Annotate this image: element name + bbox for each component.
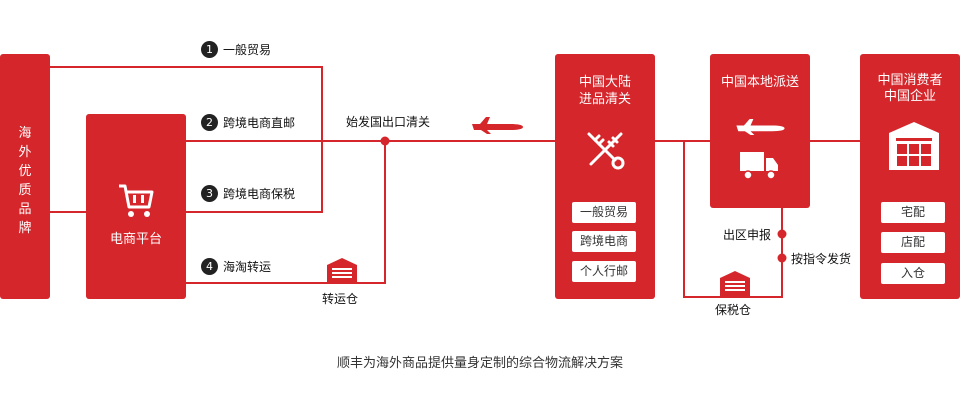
- bonded-warehouse-icon: [720, 271, 750, 297]
- consumer-item-warehouse-in: 入仓: [881, 263, 945, 284]
- truck-icon: [740, 152, 778, 180]
- origin-clearance-label: 始发国出口清关: [346, 115, 431, 129]
- bonded-warehouse-label: 保税仓: [715, 303, 752, 317]
- china-customs-box: [555, 54, 655, 299]
- customs-key-icon: [587, 132, 625, 170]
- ecommerce-platform-label: 电商平台: [109, 232, 162, 247]
- route-3-label: 跨境电商保税: [223, 187, 296, 201]
- customs-title-line1: 中国大陆: [578, 75, 631, 90]
- dispatch-label: 按指令发货: [791, 252, 852, 266]
- shopping-cart-icon: [119, 184, 154, 217]
- consumer-item-home-delivery: 宅配: [881, 202, 945, 223]
- customs-item-general-trade: 一般贸易: [572, 202, 636, 223]
- brand-char: 品: [18, 202, 32, 217]
- overseas-brand-box: [0, 54, 50, 299]
- customs-item-cross-border: 跨境电商: [572, 231, 636, 252]
- consumer-title-line2: 中国企业: [883, 89, 936, 104]
- delivery-airplane-icon: [736, 118, 785, 135]
- brand-char: 质: [18, 183, 32, 198]
- route-4-label: 海淘转运: [223, 260, 272, 274]
- route-1-badge: 1: [201, 41, 218, 58]
- airplane-icon: [472, 117, 523, 134]
- brand-char: 牌: [18, 221, 32, 236]
- warehouse-icon: [889, 122, 939, 170]
- customs-title-line2: 进品清关: [578, 92, 631, 107]
- route-2-badge: 2: [201, 114, 218, 131]
- delivery-title: 中国本地派送: [720, 75, 799, 90]
- china-consumer-box: [860, 54, 960, 299]
- consumer-title-line1: 中国消费者: [877, 73, 943, 88]
- transit-warehouse-label: 转运仓: [322, 292, 359, 306]
- exit-declaration-label: 出区申报: [723, 228, 772, 242]
- route-4-badge: 4: [201, 258, 218, 275]
- transit-warehouse-icon: [327, 258, 357, 284]
- consumer-item-store-delivery: 店配: [881, 232, 945, 253]
- brand-char: 外: [18, 145, 32, 160]
- route-1-label: 一般贸易: [223, 43, 272, 57]
- route-2-label: 跨境电商直邮: [223, 116, 296, 130]
- brand-char: 优: [18, 164, 32, 179]
- route-3-badge: 3: [201, 185, 218, 202]
- brand-char: 海: [18, 126, 32, 141]
- diagram-caption: 顺丰为海外商品提供量身定制的综合物流解决方案: [336, 356, 623, 371]
- customs-item-personal-post: 个人行邮: [572, 261, 636, 282]
